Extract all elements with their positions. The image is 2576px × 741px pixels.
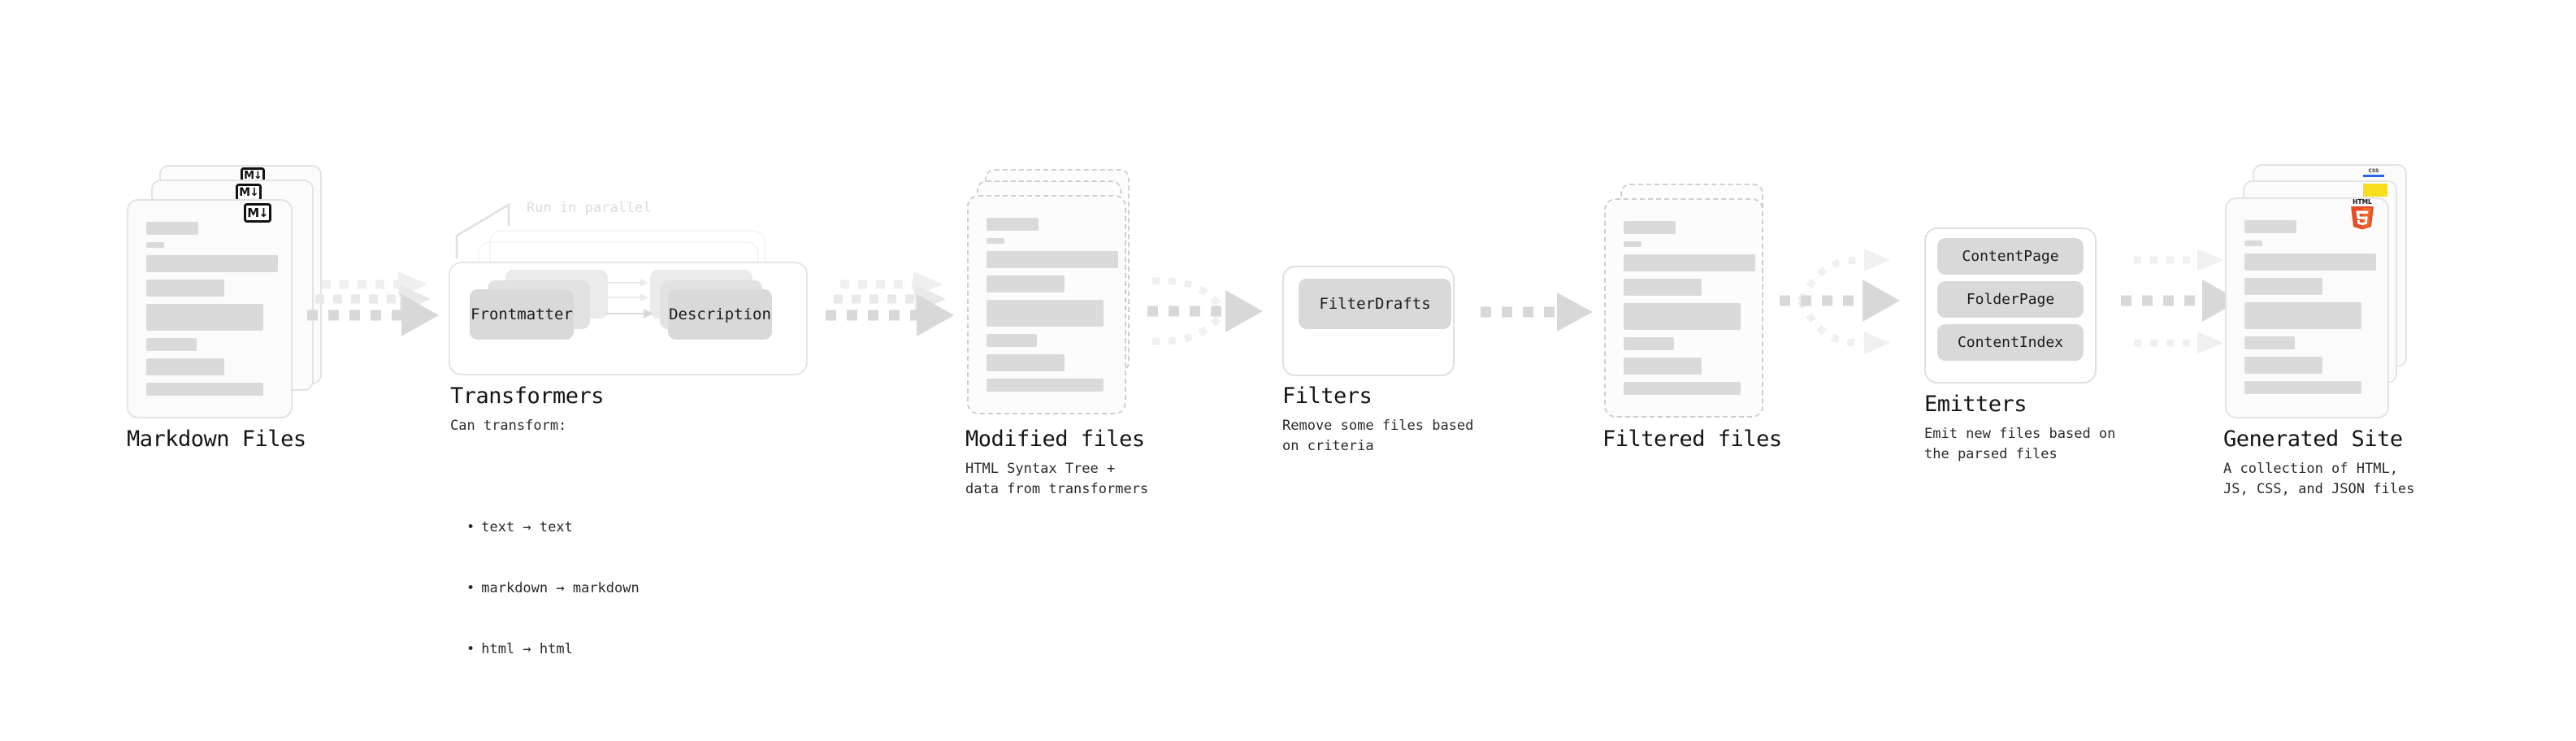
transformers-bullet-2: html → html bbox=[466, 639, 640, 660]
stage-title-modified-files: Modified files bbox=[965, 427, 1145, 452]
connector-filters-to-filtered bbox=[1481, 292, 1593, 332]
svg-text:HTML: HTML bbox=[2353, 198, 2372, 206]
pipeline-diagram: M↓ M↓ M↓ Markdown Files bbox=[0, 0, 2576, 681]
transformers-bullet-1: markdown → markdown bbox=[466, 578, 639, 599]
transformers-bullet-list: text → text markdown → markdown html → h… bbox=[450, 436, 640, 741]
modified-card-front bbox=[967, 195, 1126, 414]
filter-chip-filterdrafts-label: FilterDrafts bbox=[1319, 295, 1431, 313]
filtered-placeholder-lines bbox=[1624, 221, 1755, 402]
stage-title-generated-site: Generated Site bbox=[2223, 427, 2403, 452]
emitter-chip-folderpage[interactable]: FolderPage bbox=[1937, 281, 2084, 318]
transformer-chip-description[interactable]: Description bbox=[668, 289, 772, 340]
modified-placeholder-lines bbox=[987, 218, 1118, 399]
css-icon-bar bbox=[2363, 175, 2384, 177]
css-icon: CSS bbox=[2363, 167, 2384, 177]
filtered-card-front bbox=[1604, 198, 1763, 418]
transformer-chip-frontmatter[interactable]: Frontmatter bbox=[470, 289, 574, 340]
stage-title-emitters: Emitters bbox=[1924, 392, 2027, 417]
stage-title-markdown-files: Markdown Files bbox=[127, 427, 306, 452]
emitter-chip-contentindex-label: ContentIndex bbox=[1957, 334, 2064, 351]
run-in-parallel-bracket bbox=[455, 202, 510, 258]
html5-icon: HTML bbox=[2348, 197, 2376, 230]
transformer-chip-description-label: Description bbox=[669, 306, 771, 323]
stage-caption-modified-files: HTML Syntax Tree + data from transformer… bbox=[965, 461, 1149, 497]
css-icon-label: CSS bbox=[2368, 168, 2379, 174]
transformer-inner-arrows bbox=[606, 279, 653, 318]
transformers-bullet-0: text → text bbox=[466, 518, 640, 538]
markdown-card-front bbox=[127, 199, 293, 418]
site-card-front bbox=[2225, 197, 2389, 418]
stage-title-transformers: Transformers bbox=[450, 384, 605, 409]
emitter-chip-contentpage[interactable]: ContentPage bbox=[1937, 238, 2084, 275]
markdown-icon-label: M bbox=[247, 205, 259, 220]
filter-chip-filterdrafts[interactable]: FilterDrafts bbox=[1299, 279, 1451, 329]
stage-caption-filters: Remove some files based on criteria bbox=[1282, 418, 1474, 454]
stage-caption-emitters: Emit new files based on the parsed files bbox=[1924, 426, 2116, 462]
connector-filtered-to-emitters bbox=[1780, 249, 1900, 354]
markdown-icon-back-1-label: M bbox=[239, 186, 250, 199]
emitter-chip-contentpage-label: ContentPage bbox=[1962, 248, 2059, 265]
markdown-placeholder-lines bbox=[146, 222, 278, 403]
stage-title-filtered-files: Filtered files bbox=[1602, 427, 1782, 452]
connector-modified-to-filters bbox=[1147, 277, 1263, 345]
javascript-icon bbox=[2363, 184, 2387, 197]
site-placeholder-lines bbox=[2244, 220, 2376, 401]
stage-caption-generated-site: A collection of HTML, JS, CSS, and JSON … bbox=[2223, 461, 2415, 497]
transformer-chip-frontmatter-label: Frontmatter bbox=[471, 306, 573, 323]
run-in-parallel-label: Run in parallel bbox=[527, 200, 652, 216]
markdown-icon-back-2-label: M bbox=[244, 169, 254, 182]
stage-caption-transformers: Can transform: bbox=[450, 418, 567, 434]
emitter-chip-contentindex[interactable]: ContentIndex bbox=[1937, 324, 2084, 361]
stage-title-filters: Filters bbox=[1282, 384, 1373, 409]
emitter-chip-folderpage-label: FolderPage bbox=[1966, 291, 2055, 308]
markdown-icon: M↓ bbox=[244, 203, 271, 223]
connector-md-to-transformers bbox=[307, 271, 439, 336]
connector-emitters-to-site bbox=[2121, 249, 2240, 354]
connector-transformers-to-modified bbox=[826, 271, 954, 336]
